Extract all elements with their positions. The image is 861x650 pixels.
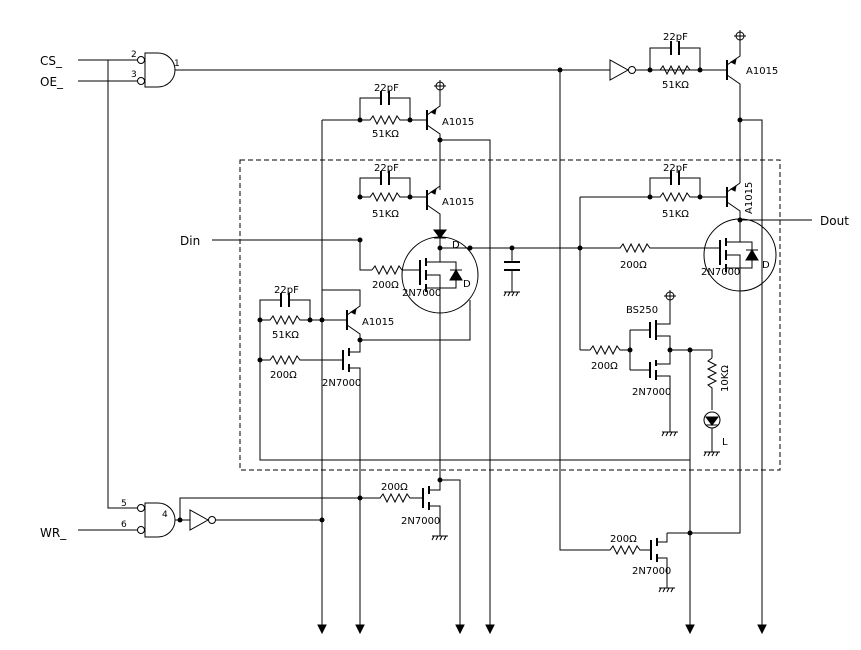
res-wr-gate-label: 200Ω (381, 482, 408, 493)
resistor-bs250-gate (580, 344, 630, 356)
res-10k-label: 10KΩ (720, 365, 731, 392)
bs250-gate-split (629, 329, 650, 371)
pnp-transistor-top-right (726, 30, 746, 120)
drain-right-label: D (762, 260, 770, 271)
wr-signal-label: WR_ (40, 526, 67, 540)
nmos-bottom-left (342, 340, 361, 625)
wr-nmos-drain-wire (440, 479, 461, 625)
inverter-wr (189, 509, 325, 531)
res-mid-right-label: 51KΩ (662, 209, 689, 220)
cap-bottom-left-label: 22pF (274, 285, 299, 296)
capacitor-storage (503, 248, 520, 297)
pmos-bs250-label: BS250 (626, 305, 658, 316)
res-bs250-gate-label: 200Ω (591, 361, 618, 372)
nmos-right (703, 218, 777, 295)
cap-mid-left-label: 22pF (374, 163, 399, 174)
cs-to-wr-gate-wire (107, 60, 130, 509)
nmos-wr-label: 2N7000 (401, 516, 440, 527)
and2-pin-a: 5 (121, 499, 127, 509)
right-nmos-source-wire (667, 295, 741, 534)
pnp-transistor-mid-right (726, 182, 741, 230)
pnp-bottom-left-label: A1015 (362, 317, 394, 328)
res-bottom-left-200-label: 200Ω (270, 370, 297, 381)
cap-mid-right-label: 22pF (663, 163, 688, 174)
resistor-top-left (321, 114, 427, 625)
nmos-cs (650, 533, 675, 593)
resistor-gate-right (580, 242, 720, 254)
resistor-bottom-left-200 (260, 354, 343, 366)
cs-oe-input-wires (78, 59, 130, 82)
resistor-10k (706, 357, 718, 410)
cap-top-left-label: 22pF (374, 83, 399, 94)
nmos-bottom-left-label: 2N7000 (322, 378, 361, 389)
capacitor-top-left (359, 91, 411, 120)
led-driver-wire (670, 349, 713, 358)
resistor-mid-left (360, 191, 427, 203)
and1-pin-b: 3 (131, 70, 137, 80)
resistor-wr-gate (360, 492, 423, 504)
resistor-bottom-left-51k (260, 314, 347, 326)
output-arrows (317, 624, 767, 635)
led-indicator (703, 411, 721, 457)
pnp-transistor-top-left (426, 80, 446, 190)
nmos-bs250-pair-label: 2N7000 (632, 387, 671, 398)
cs-signal-label: CS_ (40, 54, 63, 68)
led-label: L (722, 437, 728, 448)
dashed-module-boundary (239, 159, 781, 471)
oe-signal-label: OE_ (40, 75, 64, 89)
nmos-right-label: 2N7000 (701, 267, 740, 278)
and2-pin-b: 6 (121, 520, 127, 530)
pnp-mid-right-label: A1015 (744, 182, 755, 214)
resistor-top-right (659, 64, 691, 76)
res-top-right-label: 51KΩ (662, 80, 689, 91)
bottom-left-return-wire (259, 320, 691, 461)
pnp-mid-left-label: A1015 (442, 197, 474, 208)
nmos-wr (422, 300, 448, 541)
diode-mid (433, 229, 447, 248)
capacitor-top-right (649, 41, 701, 70)
pnp-top-right-label: A1015 (746, 66, 778, 77)
res-top-left-label: 51KΩ (372, 129, 399, 140)
res-bottom-left-51k-label: 51KΩ (272, 330, 299, 341)
pnp-transistor-mid-left (426, 170, 441, 230)
pmos-bs250 (649, 290, 676, 350)
capacitor-mid-right (649, 171, 701, 197)
cs-to-bottom-nmos-wire (559, 70, 651, 556)
dout-bus-wire (740, 119, 763, 625)
drain-mid-lower-label: D (463, 279, 471, 290)
pnp-transistor-bottom-left (322, 289, 361, 340)
nmos-bs250-pair (649, 350, 678, 437)
nmos-mid-label: 2N7000 (402, 288, 441, 299)
pnp-top-left-label: A1015 (442, 117, 474, 128)
res-mid-left-label: 51KΩ (372, 209, 399, 220)
and1-pin-a: 2 (131, 50, 137, 60)
and-gate-cs-oe (130, 52, 610, 88)
res-gate-right-label: 200Ω (620, 260, 647, 271)
din-signal-label: Din (180, 234, 200, 248)
dout-signal-label: Dout (820, 214, 849, 228)
drain-mid-label: D (452, 240, 460, 251)
capacitor-bottom-left (259, 293, 311, 320)
and1-pin-out: 1 (174, 59, 180, 69)
resistor-gate-mid (371, 264, 420, 276)
and2-pin-out: 4 (162, 510, 168, 520)
res-gate-mid-label: 200Ω (372, 280, 399, 291)
nmos-cs-label: 2N7000 (632, 566, 671, 577)
wr-gate-out-wire (179, 497, 360, 520)
top-left-out-wire (440, 139, 491, 625)
res-cs-gate-label: 200Ω (610, 534, 637, 545)
capacitor-mid-left (359, 171, 411, 197)
cap-top-right-label: 22pF (663, 32, 688, 43)
resistor-mid-right (580, 191, 727, 203)
din-input-wire (212, 239, 372, 271)
